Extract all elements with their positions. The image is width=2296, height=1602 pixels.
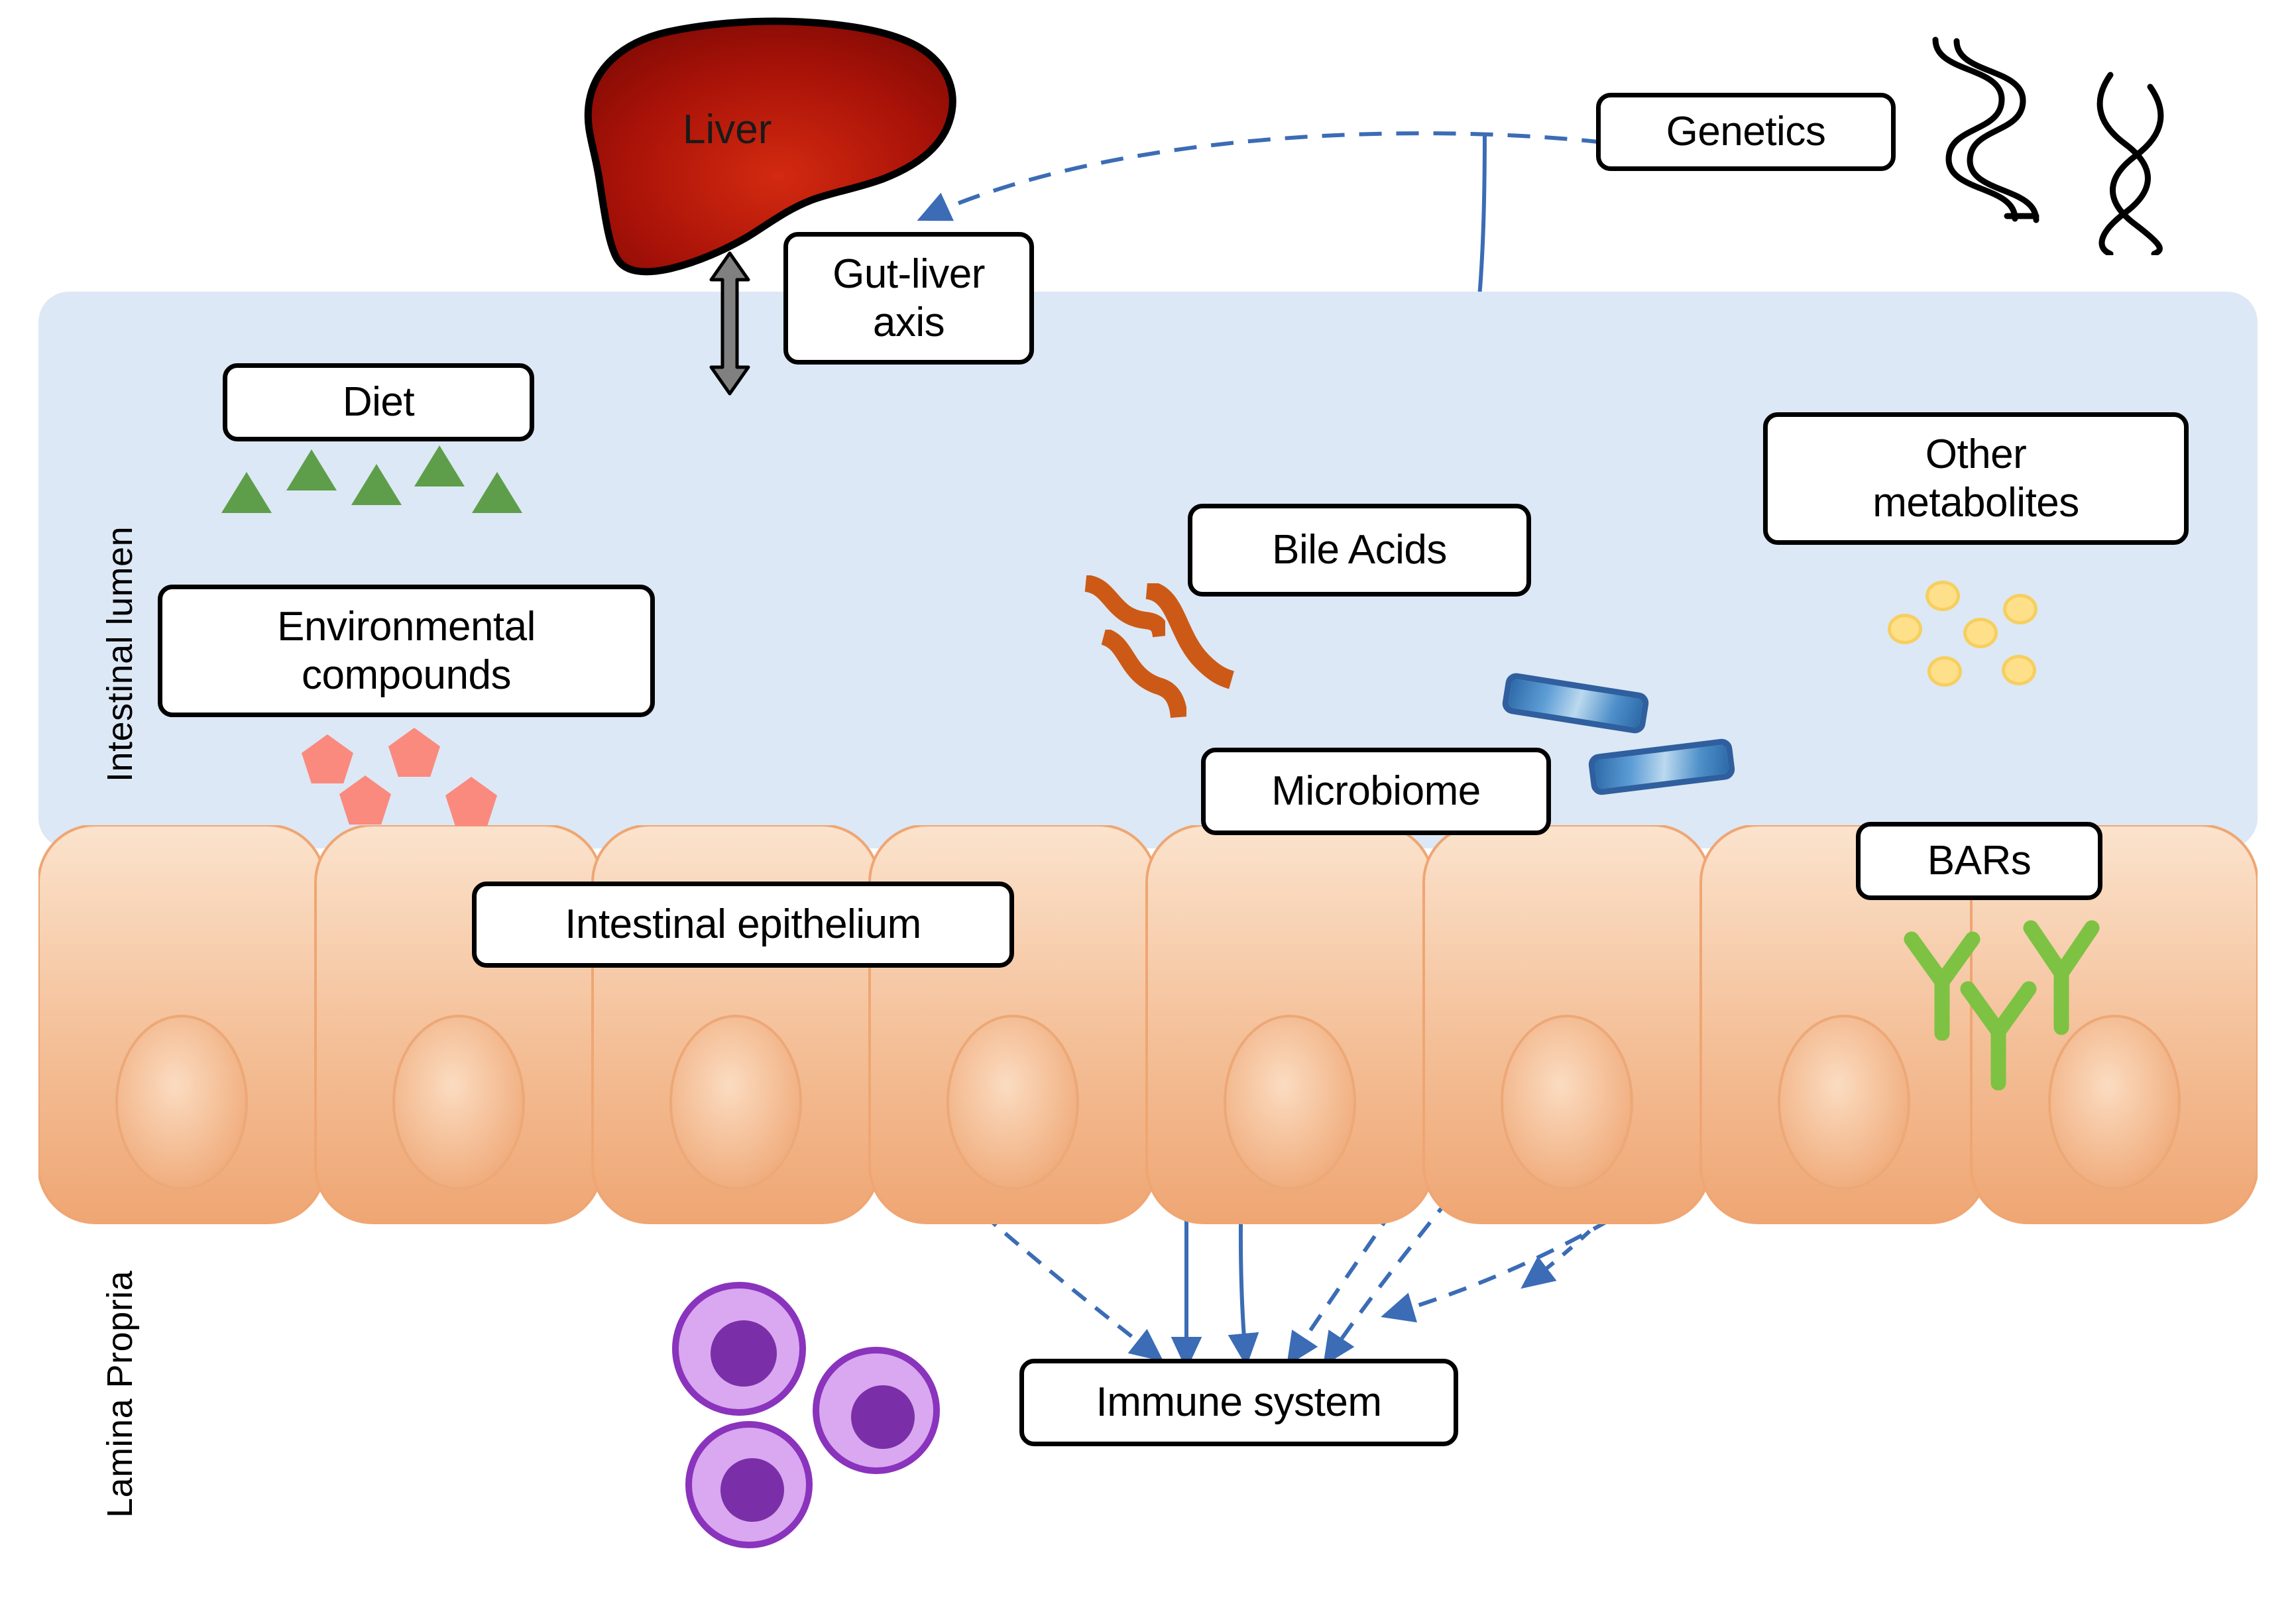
node-gut-liver-axis[interactable]: Gut-liver axis [783, 232, 1034, 365]
node-intestinal-epithelium[interactable]: Intestinal epithelium [472, 882, 1014, 968]
dietary-particle-icon [414, 445, 465, 486]
node-environmental-compounds-label-line1: Environmental [277, 603, 536, 650]
bile-acid-receptor-icon [2022, 920, 2101, 1036]
node-other-metabolites-label-line1: Other [1925, 431, 2027, 477]
bile-acid-receptor-icon [1959, 981, 2038, 1091]
immune-cell-icon [669, 1279, 809, 1418]
node-environmental-compounds-label-line2: compounds [301, 652, 512, 698]
metabolite-particle-icon [1888, 614, 1922, 644]
node-diet-label: Diet [342, 379, 415, 426]
node-bars[interactable]: BARs [1856, 822, 2102, 900]
node-bile-acids-label: Bile Acids [1272, 527, 1447, 573]
epithelium-band [37, 824, 2259, 1236]
curved-bacterium-icon [1079, 575, 1170, 661]
immune-cell-icon [683, 1418, 815, 1551]
node-environmental-compounds[interactable]: Environmental compounds [158, 585, 655, 717]
double-headed-arrow-icon [707, 251, 753, 396]
node-genetics[interactable]: Genetics [1596, 93, 1896, 171]
curved-bacterium-icon [1139, 581, 1238, 696]
dna-helix-icon [1922, 27, 2075, 225]
bile-acid-receptor-icon [1902, 931, 1982, 1041]
node-gut-liver-axis-label-line1: Gut-liver [832, 251, 985, 297]
liver-organ-icon [557, 13, 968, 278]
node-immune-system[interactable]: Immune system [1019, 1359, 1458, 1446]
dietary-particle-icon [221, 472, 272, 513]
curved-bacterium-icon [1097, 628, 1188, 726]
dietary-particle-icon [472, 472, 522, 513]
node-other-metabolites[interactable]: Other metabolites [1763, 412, 2189, 545]
metabolite-particle-icon [1963, 618, 1998, 648]
dna-helix-icon [2088, 70, 2204, 257]
node-bile-acids[interactable]: Bile Acids [1188, 504, 1531, 597]
node-intestinal-epithelium-label: Intestinal epithelium [565, 901, 921, 948]
intestinal-lumen-label: Intestinal lumen [100, 526, 140, 782]
epithelial-cell-row [37, 824, 2259, 1224]
node-bars-label: BARs [1927, 838, 2032, 884]
metabolite-particle-icon [2002, 655, 2036, 685]
metabolite-particle-icon [2003, 594, 2038, 624]
node-microbiome-label: Microbiome [1271, 768, 1481, 815]
node-immune-system-label: Immune system [1096, 1379, 1382, 1426]
immune-cell-icon [810, 1344, 943, 1477]
lamina-propria-label: Lamina Propria [100, 1270, 140, 1518]
dietary-particle-icon [286, 449, 337, 490]
node-microbiome[interactable]: Microbiome [1201, 748, 1551, 835]
node-gut-liver-axis-label-line2: axis [872, 300, 945, 345]
node-genetics-label: Genetics [1666, 109, 1826, 155]
metabolite-particle-icon [1925, 581, 1960, 611]
node-diet[interactable]: Diet [223, 363, 534, 441]
metabolite-particle-icon [1927, 656, 1962, 687]
dietary-particle-icon [351, 464, 402, 505]
node-other-metabolites-label-line2: metabolites [1872, 480, 2079, 526]
liver-label: Liver [683, 107, 772, 152]
